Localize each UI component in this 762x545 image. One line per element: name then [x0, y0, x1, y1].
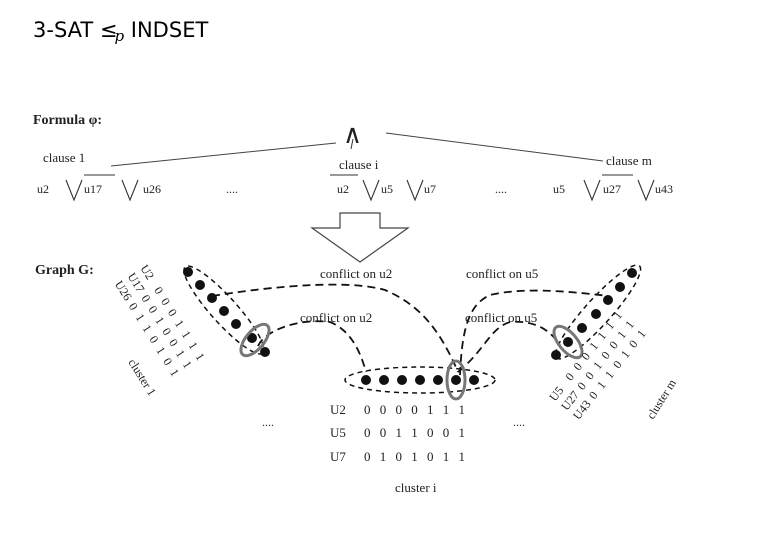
node: [627, 268, 637, 278]
cluster-m-nodes: [551, 264, 642, 360]
node: [379, 375, 389, 385]
formula-line-right: [385, 132, 604, 162]
cluster-m-table: U5 0 0 0 1 1 1 1 U27 0 0 1 0 0 1 1 U43 0…: [546, 307, 650, 422]
or-symbol: [65, 179, 83, 202]
var-label: U7: [330, 449, 346, 464]
node: [183, 267, 193, 277]
node: [231, 319, 241, 329]
graph-label: Graph G:: [35, 263, 94, 278]
literal-u2: u2: [37, 182, 49, 196]
clause-1-label: clause 1: [43, 150, 85, 165]
node: [415, 375, 425, 385]
node: [591, 309, 601, 319]
var-label: U5: [330, 425, 346, 440]
cluster-i-table: U2 0 0 0 0 1 1 1 U5 0 0 1 1 0 0 1 U7 0 1…: [330, 402, 468, 464]
clause-1-literals: u2 u17 u26: [37, 174, 161, 202]
graph-ellipsis-right: ....: [513, 415, 525, 429]
clause-m-label: clause m: [606, 153, 652, 168]
node: [361, 375, 371, 385]
literal-u27-negated: u27: [603, 182, 621, 196]
node: [469, 375, 479, 385]
conflict-edge: [457, 320, 561, 373]
selected-node-highlight: [445, 359, 467, 401]
var-label: U2: [137, 262, 157, 282]
var-label: U2: [330, 402, 346, 417]
clause-i-label: clause i: [339, 157, 379, 172]
node: [577, 323, 587, 333]
clause-m-literals: u5 u27 u43: [553, 174, 673, 202]
bit-row: 0 1 0 1 0 1 1: [364, 449, 468, 464]
bit-row: 0 0 1 1 0 0 1: [364, 425, 468, 440]
literal-u5: u5: [553, 182, 565, 196]
conflict-label-u5-top: conflict on u5: [466, 266, 538, 281]
cluster-i-label: cluster i: [395, 480, 437, 495]
cluster-i-boundary: [344, 366, 496, 394]
conflict-edge: [211, 283, 459, 373]
conflict-edge: [257, 320, 367, 373]
selected-node-highlight: [239, 322, 271, 358]
node: [615, 282, 625, 292]
formula-line-left: [110, 142, 337, 167]
node: [247, 333, 257, 343]
cluster-i-nodes: [344, 359, 496, 401]
conflict-label-u2-top: conflict on u2: [320, 266, 392, 281]
node: [260, 347, 270, 357]
and-wedge-symbol: ∧: [343, 120, 362, 149]
title-rest: INDSET: [124, 18, 209, 42]
node: [195, 280, 205, 290]
conflict-label-u5-mid: conflict on u5: [465, 310, 537, 325]
literal-u26: u26: [143, 182, 161, 196]
or-symbol: [583, 179, 601, 202]
conflict-edges: [211, 283, 609, 376]
wedge-tick: [350, 138, 354, 150]
literal-u7: u7: [424, 182, 436, 196]
cluster-1-label: cluster 1: [125, 356, 159, 398]
conflict-label-u2-mid: conflict on u2: [300, 310, 372, 325]
node: [219, 306, 229, 316]
node: [397, 375, 407, 385]
or-symbol: [637, 179, 655, 202]
formula-ellipsis-2: ....: [495, 182, 507, 196]
formula-ellipsis-1: ....: [226, 182, 238, 196]
selected-node-highlight: [552, 324, 584, 360]
graph-ellipsis-left: ....: [262, 415, 274, 429]
node: [563, 337, 573, 347]
literal-u43: u43: [655, 182, 673, 196]
cluster-m-label: cluster m: [644, 376, 680, 422]
clause-i-literals: u2 u5 u7: [330, 174, 436, 202]
node: [207, 293, 217, 303]
reduction-arrow: [310, 212, 410, 263]
node: [451, 375, 461, 385]
node: [603, 295, 613, 305]
title-text: 3-SAT ≤: [33, 18, 118, 42]
node: [551, 350, 561, 360]
title-subscript: p: [114, 27, 125, 45]
bit-row: 0 0 0 0 1 1 1: [364, 402, 468, 417]
or-symbol: [406, 179, 424, 202]
cluster-1-nodes: [183, 265, 271, 358]
or-symbol: [362, 179, 380, 202]
literal-u17-negated: u17: [84, 182, 102, 196]
or-symbol: [121, 179, 139, 202]
formula-label: Formula φ:: [33, 113, 102, 128]
page-title: 3-SAT ≤p INDSET: [33, 18, 208, 45]
literal-u5: u5: [381, 182, 393, 196]
literal-u2-negated: u2: [337, 182, 349, 196]
node: [433, 375, 443, 385]
